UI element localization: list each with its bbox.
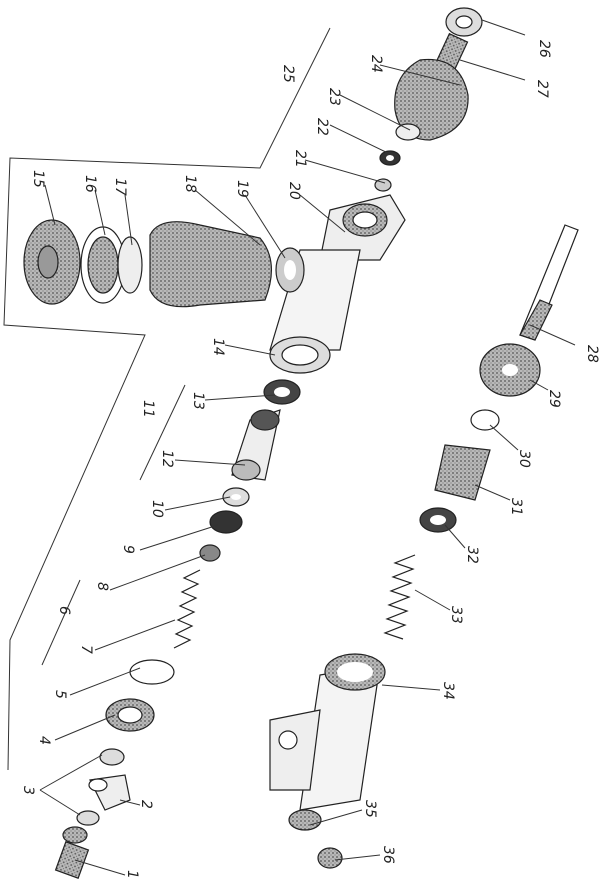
callout-24: 24: [368, 55, 384, 73]
callout-20: 20: [286, 182, 302, 200]
part-26-eyelet: [445, 7, 483, 37]
callout-35: 35: [362, 800, 378, 818]
callout-labels: 26 27 24 25 23 22 21 20 19 18 17 16 15 1…: [20, 40, 600, 879]
callout-33: 33: [448, 606, 464, 624]
part-3-washer-upper: [99, 748, 125, 766]
part-30-ring: [470, 409, 500, 431]
callout-36: 36: [380, 846, 396, 864]
callout-13: 13: [190, 392, 206, 410]
callout-21: 21: [292, 150, 308, 168]
callout-2: 2: [138, 800, 154, 809]
callout-17: 17: [112, 178, 128, 196]
callout-16: 16: [82, 175, 98, 193]
callout-12: 12: [159, 450, 175, 468]
callout-1: 1: [124, 870, 140, 879]
bracket-25: [3, 27, 331, 771]
part-18-reservoir: [149, 221, 273, 308]
callout-32: 32: [464, 546, 480, 564]
part-35-bleeder: [288, 809, 322, 831]
callout-4: 4: [36, 736, 52, 745]
part-12-piston: [231, 409, 281, 481]
callout-14: 14: [210, 338, 226, 356]
part-4-plug: [105, 698, 155, 732]
callout-28: 28: [584, 345, 600, 363]
part-2-union: [88, 774, 131, 811]
callout-10: 10: [149, 500, 165, 518]
callout-27: 27: [534, 80, 550, 98]
callout-25: 25: [280, 65, 296, 83]
callout-18: 18: [182, 175, 198, 193]
part-28-pushrod: [519, 224, 579, 341]
part-5-gasket: [129, 659, 175, 685]
part-10-washer: [222, 487, 250, 507]
callout-5: 5: [52, 690, 68, 699]
bracket-11: [139, 384, 186, 481]
callout-34: 34: [440, 682, 456, 700]
callout-29: 29: [546, 390, 562, 408]
callout-15: 15: [30, 170, 46, 188]
leader-lines: [39, 19, 576, 876]
part-23-ring: [395, 123, 421, 141]
part-31-piston: [434, 444, 491, 501]
callout-7: 7: [78, 645, 94, 654]
part-17-gasket: [117, 236, 143, 294]
callout-6: 6: [56, 606, 72, 615]
callout-23: 23: [326, 88, 342, 106]
callout-11: 11: [140, 400, 156, 418]
callout-30: 30: [516, 450, 532, 468]
callout-19: 19: [234, 180, 250, 198]
part-32-cup: [419, 507, 457, 533]
part-3-washer-lower: [76, 810, 100, 826]
part-29-boot: [479, 343, 541, 397]
part-22-washer: [379, 150, 401, 166]
part-36-cap: [317, 847, 343, 869]
part-33-spring: [383, 554, 416, 640]
part-34-slave-body: [269, 653, 386, 811]
callout-8: 8: [94, 582, 110, 591]
part-15-cap: [23, 219, 81, 305]
part-9-cup: [209, 510, 243, 534]
part-13-cup: [263, 379, 301, 405]
part-24-boot: [394, 58, 469, 141]
part-20-body-flange: [319, 194, 406, 261]
part-21-clip: [374, 178, 392, 192]
callout-3: 3: [20, 786, 36, 795]
callout-22: 22: [314, 118, 330, 136]
callout-26: 26: [536, 40, 552, 58]
part-19-seal: [275, 247, 305, 293]
bracket-6: [41, 579, 81, 666]
part-7-spring: [173, 569, 201, 649]
callout-31: 31: [508, 498, 524, 516]
part-8-valve: [199, 544, 221, 562]
callout-9: 9: [120, 545, 136, 554]
part-1-bolt: [54, 826, 90, 879]
